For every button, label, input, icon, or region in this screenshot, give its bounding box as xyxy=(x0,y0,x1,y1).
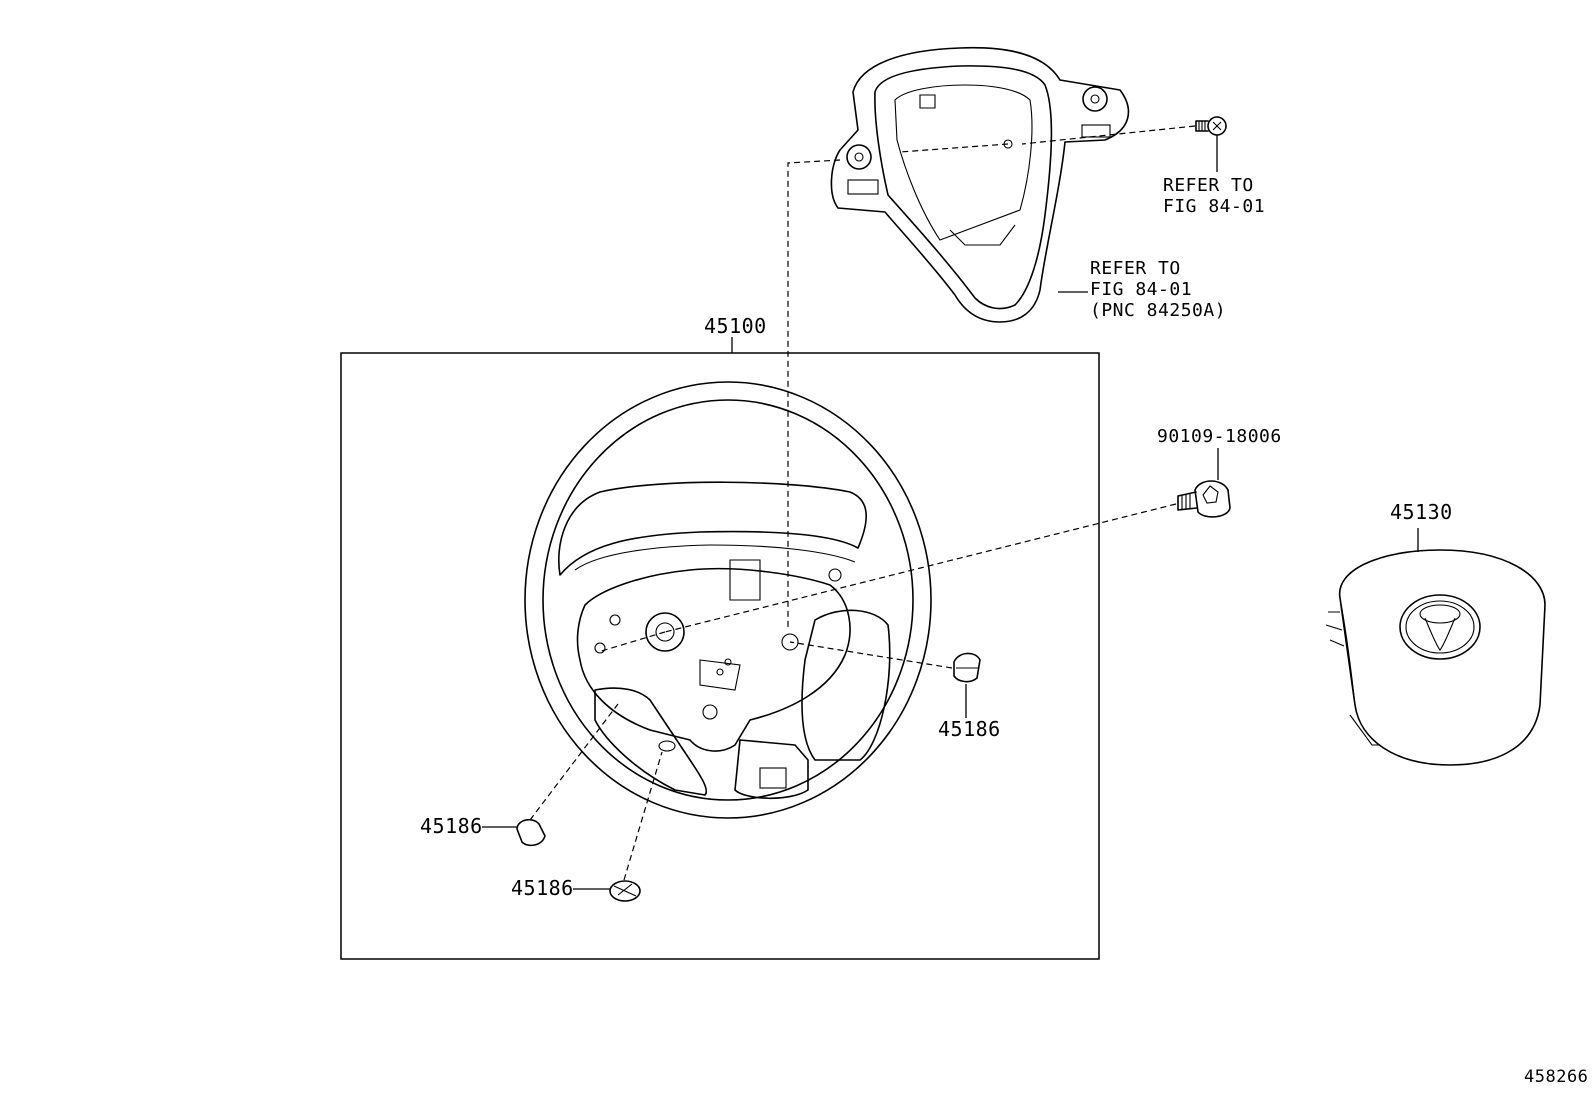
callout-45186-lower-left: 45186 xyxy=(420,814,483,838)
dash-cap-bottom xyxy=(623,751,663,881)
ref-bezel-line2: FIG 84-01 xyxy=(1090,279,1193,300)
bolt xyxy=(1177,480,1231,518)
dash-switch-screw xyxy=(899,125,1196,153)
cap-lower-left-part xyxy=(516,818,546,847)
callout-45186-bottom: 45186 xyxy=(511,876,574,900)
callout-45186-right: 45186 xyxy=(938,717,1001,741)
ref-bezel-line3: (PNC 84250A) xyxy=(1090,300,1227,321)
switch-bezel xyxy=(830,46,1130,323)
cap-right-part xyxy=(953,652,981,683)
callout-90109-18006: 90109-18006 xyxy=(1157,426,1282,447)
callout-45100: 45100 xyxy=(704,314,767,338)
dash-hub-left xyxy=(597,631,666,653)
ref-switch-line2: FIG 84-01 xyxy=(1163,196,1266,217)
dash-cap-lower-left xyxy=(529,703,619,821)
assembly-box xyxy=(340,352,1100,960)
switch-screw xyxy=(1195,116,1227,136)
callout-45130: 45130 xyxy=(1390,500,1453,524)
dash-bolt-to-hub xyxy=(664,503,1177,633)
dash-cap-right xyxy=(789,641,953,669)
ref-bezel-line1: REFER TO xyxy=(1090,258,1181,279)
steering-wheel xyxy=(524,381,932,819)
figure-id: 458266 xyxy=(1524,1067,1589,1087)
cap-bottom-part xyxy=(609,880,641,902)
ref-switch-line1: REFER TO xyxy=(1163,175,1254,196)
airbag-assembly xyxy=(1325,549,1546,766)
dash-bezel-to-wheel xyxy=(787,159,841,628)
